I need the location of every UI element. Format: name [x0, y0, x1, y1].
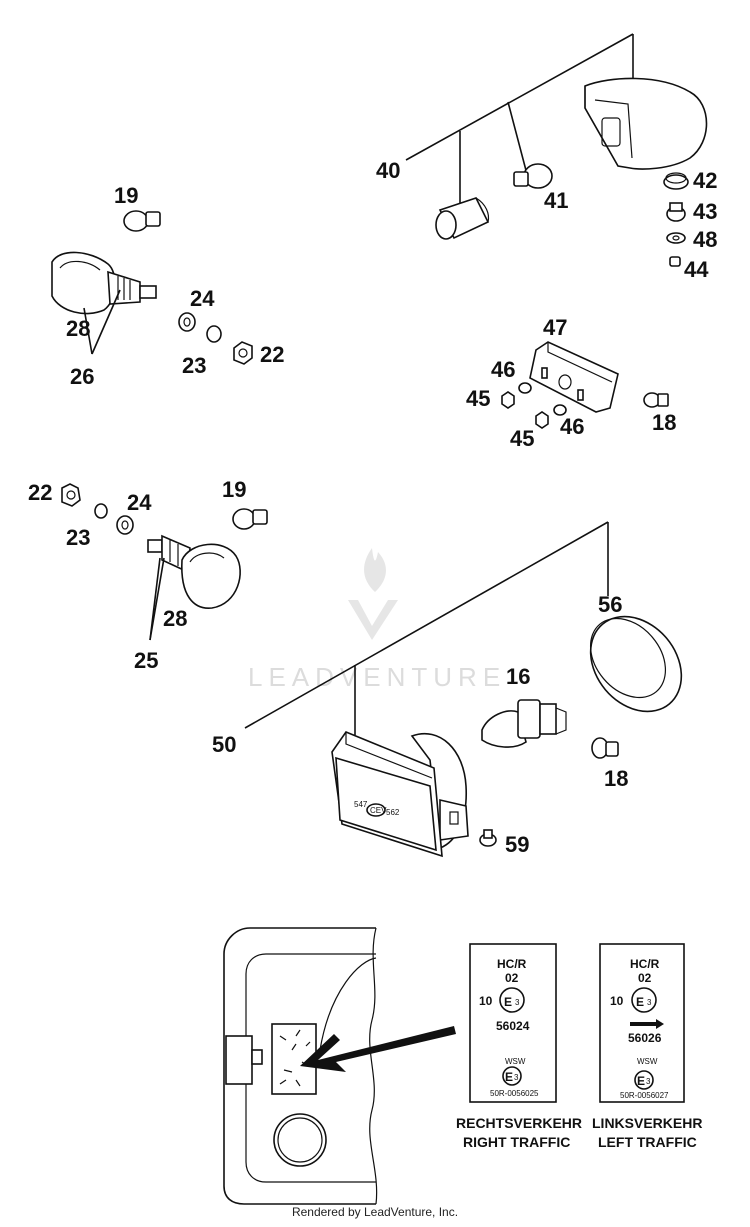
callout-18-upper: 18	[652, 410, 676, 435]
left-label-code: 50R-0056027	[620, 1091, 669, 1100]
callout-56: 56	[598, 592, 622, 617]
headlight-assembly: CEV 547 562	[244, 521, 683, 858]
callout-28-lower: 28	[163, 606, 187, 631]
callout-22-upper: 22	[260, 342, 284, 367]
headlamp-mark-right: 562	[386, 808, 400, 817]
callout-25: 25	[134, 648, 158, 673]
approval-label-right-traffic: HC/R 02 10 E 3 56024 WSW E 3 50R-0056025	[469, 943, 557, 1103]
left-label-prefix: 10	[610, 994, 624, 1008]
callout-59: 59	[505, 832, 529, 857]
left-label-mark: E	[636, 995, 644, 1009]
footer-credit: Rendered by LeadVenture, Inc.	[291, 1205, 459, 1219]
callout-28-upper: 28	[66, 316, 90, 341]
callout-47: 47	[543, 315, 567, 340]
left-label-line2: 02	[638, 971, 652, 985]
callout-24-lower: 24	[127, 490, 152, 515]
callout-18-lower: 18	[604, 766, 628, 791]
callout-48: 48	[693, 227, 717, 252]
right-label-number: 56024	[496, 1019, 530, 1033]
callout-19-upper: 19	[114, 183, 138, 208]
right-label-mark: E	[504, 995, 512, 1009]
right-label-mark-index: 3	[515, 998, 520, 1007]
callout-45-left: 45	[466, 386, 490, 411]
callout-45-right: 45	[510, 426, 534, 451]
callout-46-left: 46	[491, 357, 515, 382]
callout-44: 44	[684, 257, 709, 282]
callout-22-lower: 22	[28, 480, 52, 505]
caption-right-traffic: RIGHT TRAFFIC	[463, 1134, 570, 1150]
watermark: LEADVENTURE	[248, 548, 506, 692]
callout-42: 42	[693, 168, 717, 193]
right-label-mark2-index: 3	[514, 1073, 519, 1082]
caption-rechtsverkehr: RECHTSVERKEHR	[456, 1115, 582, 1131]
left-traffic-arrow-icon	[630, 1019, 664, 1029]
left-label-mark2-index: 3	[646, 1077, 651, 1086]
callout-26: 26	[70, 364, 94, 389]
headlamp-mark-left: 547	[354, 800, 368, 809]
callout-41: 41	[544, 188, 568, 213]
left-label-line1: HC/R	[630, 957, 660, 971]
left-label-wsw: WSW	[637, 1057, 658, 1066]
callout-24-upper: 24	[190, 286, 215, 311]
right-label-wsw: WSW	[505, 1057, 526, 1066]
callout-40: 40	[376, 158, 400, 183]
right-label-line2: 02	[505, 971, 519, 985]
license-plate-light	[501, 341, 669, 429]
turn-signal-lower	[61, 483, 268, 641]
watermark-text: LEADVENTURE	[248, 662, 506, 692]
label-location-detail	[223, 927, 456, 1205]
left-label-number: 56026	[628, 1031, 662, 1045]
tail-light-assembly	[405, 33, 708, 267]
callout-50: 50	[212, 732, 236, 757]
left-label-mark-index: 3	[647, 998, 652, 1007]
turn-signal-upper	[51, 210, 253, 365]
right-label-line1: HC/R	[497, 957, 527, 971]
callout-16: 16	[506, 664, 530, 689]
callout-23-lower: 23	[66, 525, 90, 550]
callout-43: 43	[693, 199, 717, 224]
headlamp-cev-mark: CEV	[370, 806, 387, 815]
callout-23-upper: 23	[182, 353, 206, 378]
right-label-prefix: 10	[479, 994, 493, 1008]
approval-label-left-traffic: HC/R 02 10 E 3 56026 WSW E 3 50R-0056027	[599, 943, 685, 1103]
caption-left-traffic: LEFT TRAFFIC	[598, 1134, 697, 1150]
callout-19-lower: 19	[222, 477, 246, 502]
right-label-code: 50R-0056025	[490, 1089, 539, 1098]
left-label-mark2: E	[637, 1074, 645, 1088]
callout-46-right: 46	[560, 414, 584, 439]
right-label-mark2: E	[505, 1070, 513, 1084]
caption-linksverkehr: LINKSVERKEHR	[592, 1115, 702, 1131]
